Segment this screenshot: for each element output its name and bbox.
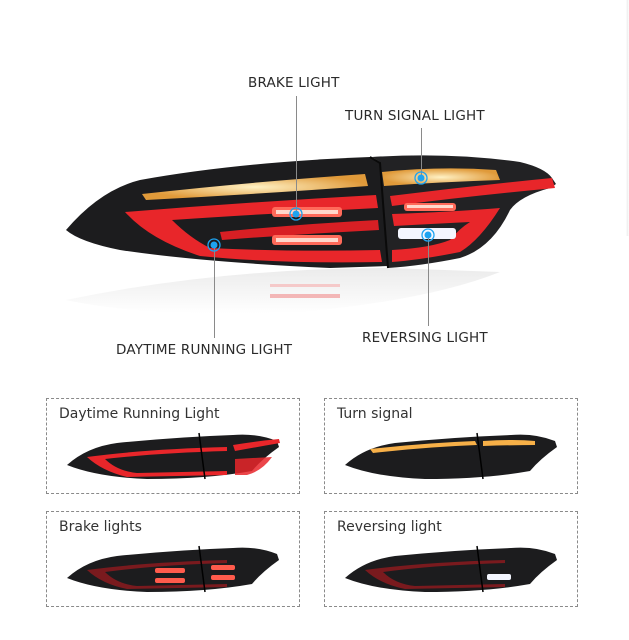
taillight-hero-image: [66, 155, 556, 314]
panel-title: Brake lights: [59, 519, 142, 535]
reversing-light-thumbnail: [345, 545, 557, 593]
hero-diagram: BRAKE LIGHT TURN SIGNAL LIGHT DAYTIME RU…: [66, 75, 556, 358]
drl-thumbnail: [67, 432, 280, 480]
turn-signal-label: TURN SIGNAL LIGHT: [345, 108, 485, 124]
panel-title: Turn signal: [337, 406, 413, 422]
turn-marker-icon: [414, 171, 428, 185]
markers-layer: [207, 171, 435, 252]
drl-label: DAYTIME RUNNING LIGHT: [116, 342, 293, 358]
panel-title: Reversing light: [337, 519, 442, 535]
panel-brake-lights: Brake lights: [46, 511, 300, 607]
reversing-light-label: REVERSING LIGHT: [362, 330, 488, 346]
panel-reversing-light: Reversing light: [324, 511, 578, 607]
turn-signal-thumbnail: [345, 432, 557, 480]
page-edge-divider: [626, 0, 629, 236]
brake-light-label: BRAKE LIGHT: [248, 75, 340, 91]
reverse-marker-icon: [421, 228, 435, 242]
drl-leader-line: [214, 246, 215, 338]
brake-leader-line: [296, 96, 297, 214]
brake-lights-thumbnail: [67, 545, 279, 593]
turn-leader-line: [421, 128, 422, 178]
reverse-leader-line: [428, 236, 429, 326]
panel-drl: Daytime Running Light: [46, 398, 300, 494]
brake-marker-icon: [289, 207, 303, 221]
drl-marker-icon: [207, 238, 221, 252]
panel-turn-signal: Turn signal: [324, 398, 578, 494]
panel-title: Daytime Running Light: [59, 406, 220, 422]
